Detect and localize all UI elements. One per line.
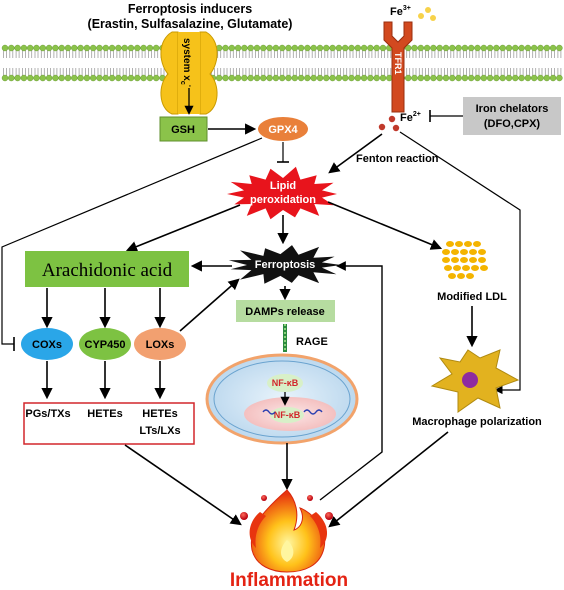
gpx4-node xyxy=(258,117,308,141)
cox-node xyxy=(21,328,73,360)
dna-strand-right xyxy=(303,409,323,415)
fe2-particles xyxy=(378,115,400,132)
inflammation-feedback-arrow xyxy=(319,261,383,501)
cox-label: COXs xyxy=(32,339,62,351)
arachidonic-label: Arachidonic acid xyxy=(42,260,173,281)
products-box xyxy=(23,402,195,445)
inflammation-flame-icon xyxy=(240,489,333,573)
lipid-line2: peroxidation xyxy=(250,194,316,206)
cyp450-node xyxy=(79,328,131,360)
macrophage-nucleus xyxy=(462,372,478,388)
system-xc-label: system xc- xyxy=(179,38,193,88)
tfr1-receptor: TFR1 xyxy=(383,21,413,113)
modified-ldl-particles xyxy=(442,241,488,279)
lipid-line1: Lipid xyxy=(270,180,296,192)
system-xc-transporter: system xc- xyxy=(160,31,218,115)
products-to-inflammation-arrow xyxy=(124,444,242,526)
chelators-line1: Iron chelators xyxy=(476,103,549,115)
product-lox-1: HETEs xyxy=(142,408,177,420)
gpx4-label: GPX4 xyxy=(268,124,298,136)
chelators-line2: (DFO,CPX) xyxy=(484,118,541,130)
inducers-title: Ferroptosis inducers xyxy=(128,2,252,16)
iron-chelators-box xyxy=(463,97,561,135)
damps-label: DAMPs release xyxy=(245,306,325,318)
inflammation-label: Inflammation xyxy=(230,570,348,590)
tfr1-label: TFR1 xyxy=(393,52,403,75)
fenton-arrow xyxy=(328,133,383,174)
nfkb-nucleus xyxy=(270,407,304,423)
nfkb-cyto-label: NF-κB xyxy=(272,378,299,388)
cyp450-label: CYP450 xyxy=(85,339,126,351)
arachidonic-acid-box xyxy=(25,251,189,287)
ferroptosis-label: Ferroptosis xyxy=(255,259,316,271)
gpx4-to-cox-inhibit-line xyxy=(1,137,263,345)
fe2-to-macrophage-arrow xyxy=(399,131,521,395)
ldl-label: Modified LDL xyxy=(437,291,507,303)
lox-label: LOXs xyxy=(146,339,175,351)
nfkb-cytoplasm xyxy=(267,374,303,392)
fe3-label: Fe3+ xyxy=(390,5,411,18)
cell-inner-ring xyxy=(213,360,351,438)
lipid-peroxidation-burst xyxy=(227,166,337,220)
ferroptosis-burst xyxy=(228,245,341,284)
inducers-list: (Erastin, Sulfasalazine, Glutamate) xyxy=(88,17,293,31)
lipid-to-ldl-arrow xyxy=(327,201,443,250)
dna-strand-left xyxy=(262,409,276,415)
lox-to-ferroptosis-arrow xyxy=(179,278,240,332)
gsh-box xyxy=(159,116,208,142)
fe2-label: Fe2+ xyxy=(400,111,421,124)
fenton-label: Fenton reaction xyxy=(356,153,439,165)
product-cox: PGs/TXs xyxy=(25,408,70,420)
lipid-to-arachidonic-arrow xyxy=(125,204,241,252)
lox-node xyxy=(134,328,186,360)
nfkb-nuc-label: NF-κB xyxy=(274,410,301,420)
product-lox-2: LTs/LXs xyxy=(139,425,180,437)
macrophage-to-inflammation-arrow xyxy=(328,431,449,528)
fe3-particles xyxy=(418,7,436,21)
damps-box xyxy=(236,300,335,322)
cell-membrane xyxy=(1,44,563,82)
gsh-label: GSH xyxy=(171,124,195,136)
macrophage-label: Macrophage polarization xyxy=(412,416,542,428)
rage-label: RAGE xyxy=(296,336,328,348)
product-cyp: HETEs xyxy=(87,408,122,420)
